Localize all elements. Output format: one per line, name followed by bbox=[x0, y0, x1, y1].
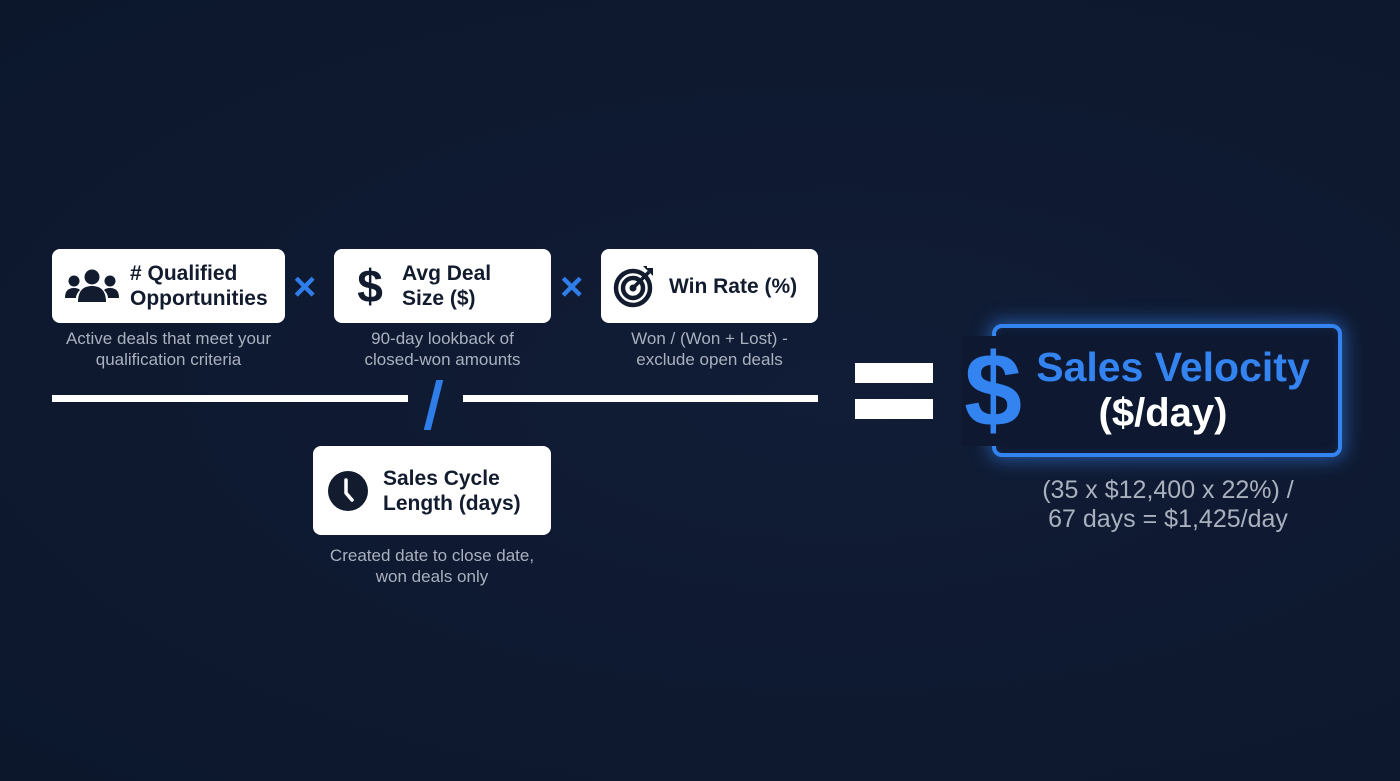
clock-icon bbox=[327, 470, 369, 512]
fraction-bar-right bbox=[463, 395, 818, 402]
win-rate-description: Won / (Won + Lost) - exclude open deals bbox=[631, 329, 788, 369]
card-title-line1: # Qualified bbox=[130, 262, 238, 285]
target-icon bbox=[613, 264, 657, 308]
equals-operator-bottom bbox=[855, 399, 933, 419]
worked-example: (35 x $12,400 x 22%) / 67 days = $1,425/… bbox=[1042, 476, 1294, 533]
card-title-line1: Avg Deal bbox=[402, 262, 492, 285]
qualified-opportunities-description: Active deals that meet your qualificatio… bbox=[65, 329, 272, 369]
svg-text:$: $ bbox=[357, 262, 383, 310]
multiply-operator: × bbox=[293, 265, 317, 309]
qualified-opportunities-card: # Qualified Opportunities bbox=[52, 249, 285, 323]
avg-deal-size-card: $ Avg Deal Size ($) bbox=[334, 249, 551, 323]
sales-velocity-result-box bbox=[992, 324, 1342, 457]
divide-operator bbox=[423, 380, 444, 430]
sales-cycle-length-card: Sales Cycle Length (days) bbox=[313, 446, 551, 535]
users-group-icon bbox=[64, 268, 120, 304]
card-title-line2: Opportunities bbox=[130, 287, 268, 310]
avg-deal-size-description: 90-day lookback of closed-won amounts bbox=[364, 329, 521, 369]
multiply-operator: × bbox=[560, 265, 584, 309]
card-title-line2: Size ($) bbox=[402, 287, 476, 310]
fraction-bar-left bbox=[52, 395, 408, 402]
dollar-icon: $ bbox=[962, 336, 1024, 446]
card-title: Win Rate (%) bbox=[669, 274, 798, 298]
card-title-line2: Length (days) bbox=[383, 491, 521, 515]
sales-cycle-length-description: Created date to close date, won deals on… bbox=[329, 546, 535, 586]
result-unit: ($/day) bbox=[1098, 391, 1228, 435]
card-title-line1: Sales Cycle bbox=[383, 466, 500, 490]
win-rate-card: Win Rate (%) bbox=[601, 249, 818, 323]
dollar-icon: $ bbox=[350, 262, 390, 310]
equals-operator-top bbox=[855, 363, 933, 383]
result-title: Sales Velocity bbox=[1036, 344, 1310, 390]
